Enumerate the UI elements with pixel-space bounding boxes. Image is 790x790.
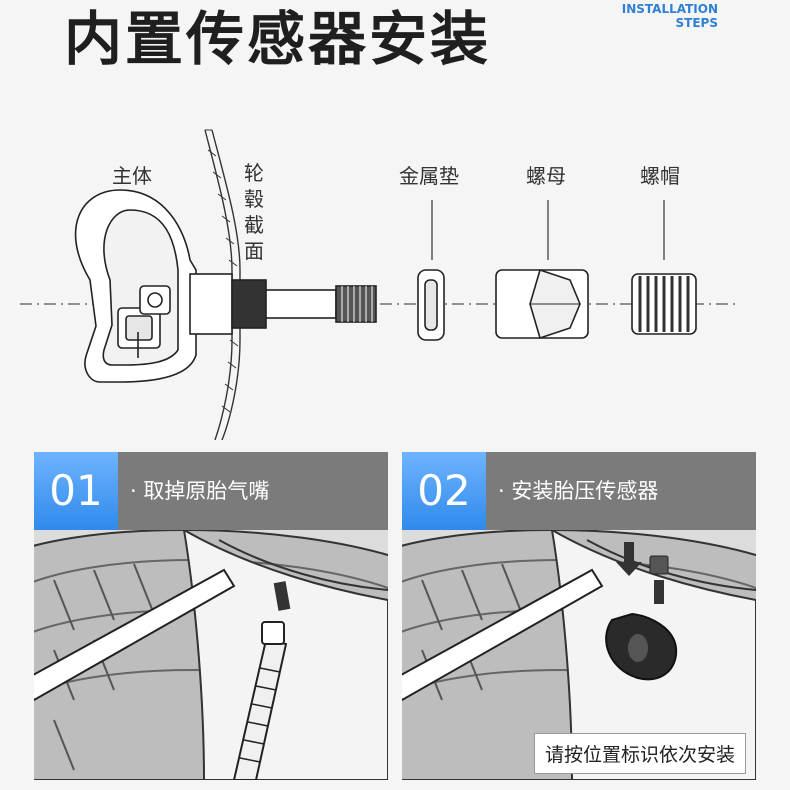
page-title: 内置传感器安装 [64,5,492,73]
step-panel-2: 02 · 安装胎压传感器 请按位置标识依次安装 [402,452,756,780]
install-order-note: 请按位置标识依次安装 [533,733,746,774]
label-body: 主体 [112,164,152,188]
step-1-illustration [34,530,388,780]
label-rim-section: 轮 毂 截 面 [242,160,266,264]
rim-char-4: 面 [244,239,264,263]
step-number-1: 01 [34,452,118,530]
exploded-diagram [20,129,740,440]
badge-line-2: STEPS [675,16,718,30]
badge-line-1: INSTALLATION [621,2,718,16]
valve-stem-drawing [189,273,377,335]
nut-drawing [495,200,589,340]
sensor-body-drawing [74,189,197,383]
step-panel-1: 01 · 取掉原胎气嘴 [34,452,388,780]
installation-steps-badge: INSTALLATION STEPS [622,2,718,30]
step-header-1: 01 · 取掉原胎气嘴 [34,452,388,530]
label-cap: 螺帽 [640,164,680,188]
rim-char-2: 毂 [244,187,264,211]
rim-char-3: 截 [244,213,264,237]
step-header-2: 02 · 安装胎压传感器 [402,452,756,530]
rim-char-1: 轮 [244,161,264,185]
step-number-2: 02 [402,452,486,530]
step-title-1: · 取掉原胎气嘴 [130,479,270,503]
washer-drawing [417,200,445,341]
step-title-2: · 安装胎压传感器 [498,479,659,503]
rim-section-drawing [204,129,241,440]
cap-drawing [631,200,697,335]
label-nut: 螺母 [526,164,566,188]
label-washer: 金属垫 [399,164,459,188]
